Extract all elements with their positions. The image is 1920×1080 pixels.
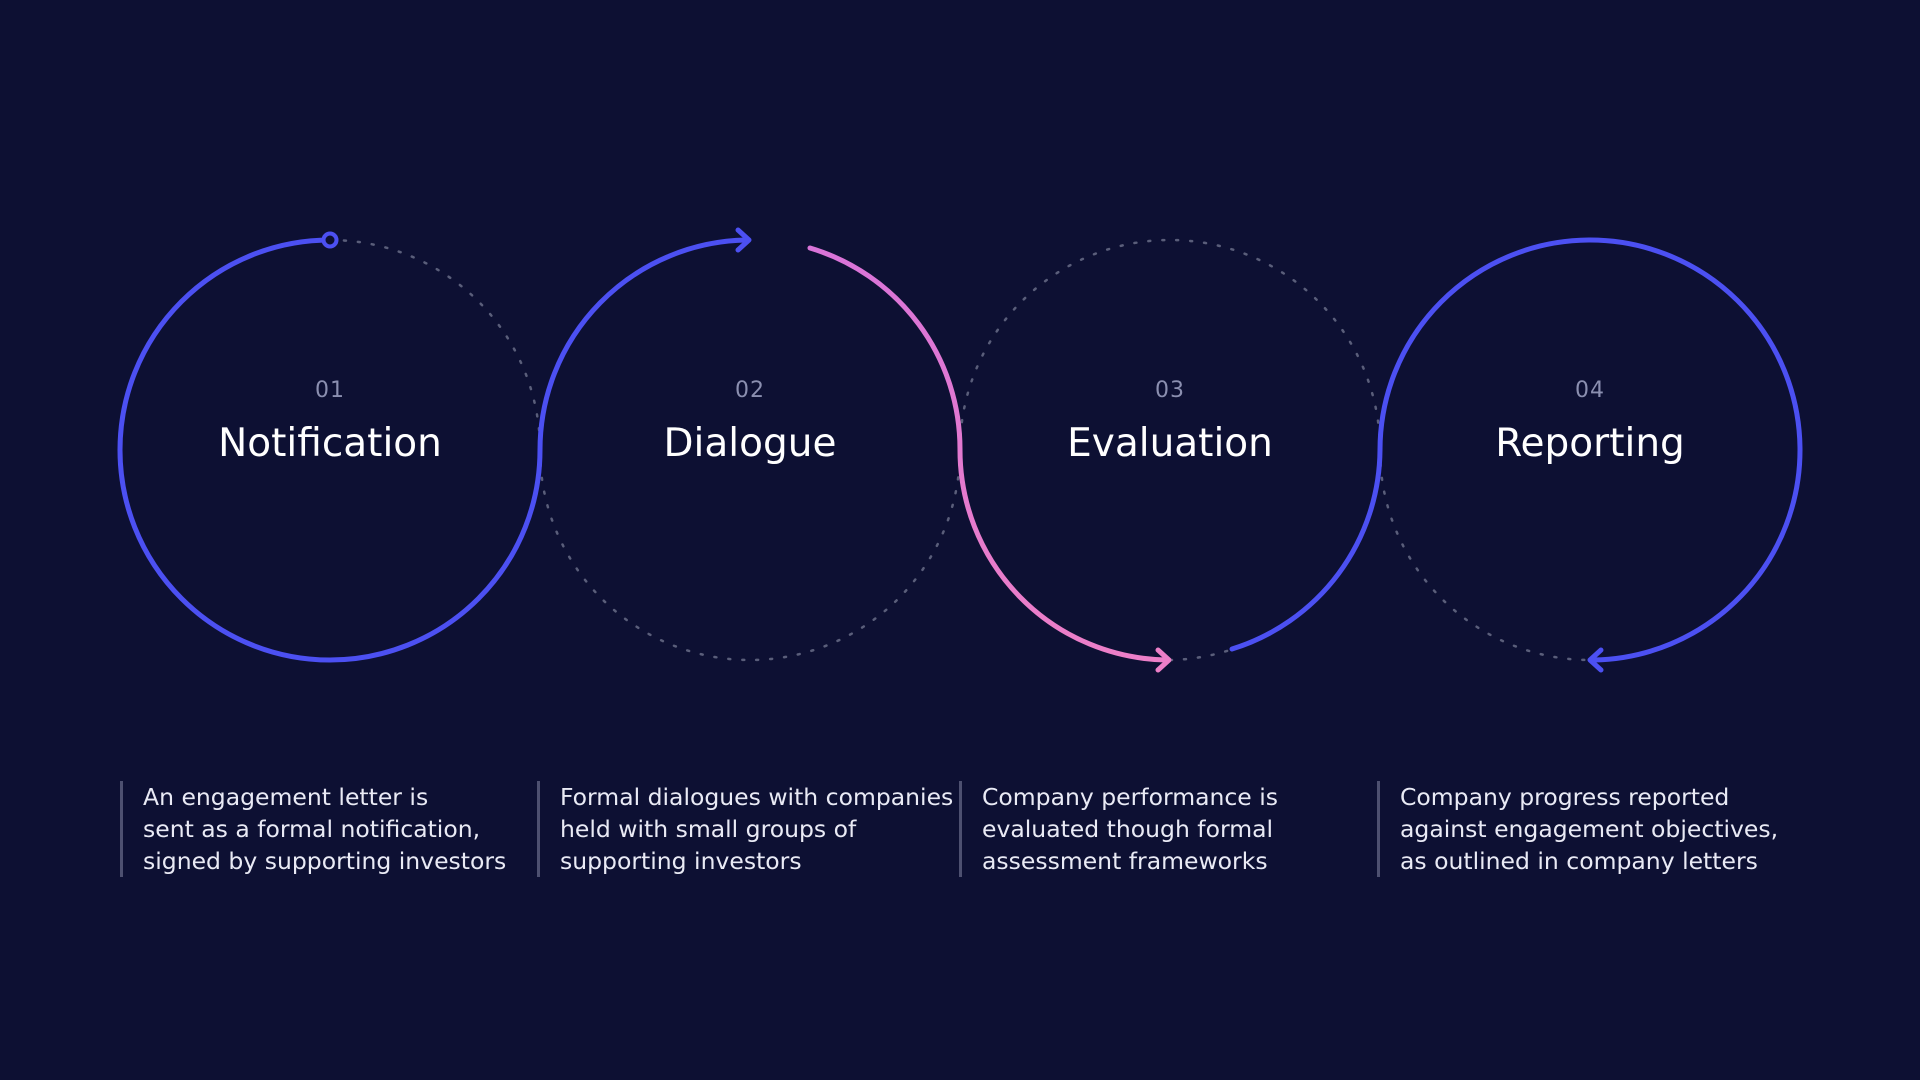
arc-evaluation-highlight (807, 245, 1169, 663)
step-number: 01 (315, 378, 345, 403)
step-4-label: 04 Reporting (1380, 378, 1800, 466)
arc-dialogue (537, 237, 749, 453)
step-title: Notification (218, 421, 442, 466)
description-line: supporting investors (560, 847, 802, 875)
dotted-arc-5 (1168, 648, 1232, 662)
step-title: Evaluation (1067, 421, 1273, 466)
start-dot (321, 231, 339, 249)
description-line: signed by supporting investors (143, 847, 507, 875)
arc-notification (117, 237, 543, 663)
arrow-head-dialogue (735, 227, 752, 253)
step-1-label: 01 Notification (120, 378, 540, 466)
step-title: Reporting (1495, 421, 1685, 466)
step-number: 04 (1575, 378, 1605, 403)
dotted-arc-4 (1378, 448, 1592, 662)
step-1-description: An engagement letter is sent as a formal… (120, 781, 506, 877)
arrow-head-evaluation (1155, 647, 1172, 673)
description-line: An engagement letter is (143, 783, 429, 811)
step-2-label: 02 Dialogue (540, 378, 960, 466)
step-number: 02 (735, 378, 765, 403)
step-number: 03 (1155, 378, 1185, 403)
dotted-arc-1 (328, 238, 542, 452)
arc-evaluation (1229, 447, 1383, 652)
description-line: against engagement objectives, (1400, 815, 1779, 843)
step-3-description: Company performance is evaluated though … (959, 781, 1278, 877)
description-line: held with small groups of (560, 815, 857, 843)
step-4-description: Company progress reported against engage… (1377, 781, 1778, 877)
description-line: Company performance is (982, 783, 1279, 811)
arc-reporting (1377, 237, 1803, 663)
description-line: Formal dialogues with companies (560, 783, 954, 811)
step-3-label: 03 Evaluation (960, 378, 1380, 466)
description-line: evaluated though formal (982, 815, 1274, 843)
step-2-description: Formal dialogues with companies held wit… (537, 781, 953, 877)
step-title: Dialogue (663, 421, 837, 466)
arrow-head-reporting (1587, 647, 1604, 673)
description-line: sent as a formal notification, (143, 815, 481, 843)
dotted-arc-2 (538, 448, 962, 662)
description-line: Company progress reported (1400, 783, 1730, 811)
description-line: as outlined in company letters (1400, 847, 1758, 875)
description-line: assessment frameworks (982, 847, 1268, 875)
